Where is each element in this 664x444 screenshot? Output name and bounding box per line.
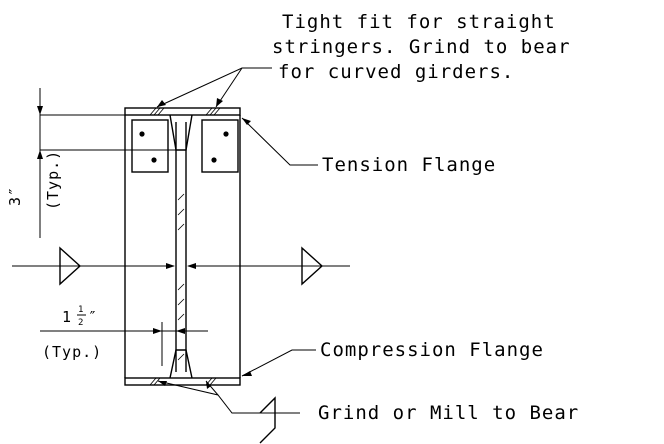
compression-flange-leader [241,349,316,377]
compression-flange-label: Compression Flange [320,339,544,361]
horizontal-dimension [40,322,208,366]
compression-flange [124,377,241,386]
note-line-2: stringers. Grind to bear [272,36,571,58]
dim-1-half-mark: ″ [88,308,98,326]
connection-plate-left [131,119,169,173]
bolt-icon [151,157,157,163]
tension-flange-label: Tension Flange [322,154,496,176]
vertical-dimension [37,88,176,238]
bolt-icon [223,131,229,137]
bolt-icon [211,157,217,163]
dim-1-half-typ: (Typ.) [42,343,102,361]
tight-fit-note: Tight fit for straight stringers. Grind … [272,11,571,83]
note-leaders [156,67,272,108]
grind-mill-label: Grind or Mill to Bear [318,402,579,424]
dim-3-typ: (Typ.) [44,150,62,210]
note-line-1: Tight fit for straight [282,11,556,33]
section-cut-line [12,246,350,286]
connection-plate-right [201,119,239,173]
dim-1-half-num: 1 [78,305,83,315]
dim-1-half-den: 2 [78,318,83,328]
tension-flange-leader [241,117,318,166]
tension-flange [124,107,241,116]
note-line-3: for curved girders. [278,61,514,83]
girder-outline [124,115,241,378]
web-stiffener [169,114,193,379]
bolt-icon [139,131,145,137]
grind-mill-leaders [157,380,300,444]
dim-1-half-whole: 1 [62,308,72,326]
dim-3-inch: 3″ [6,186,24,206]
